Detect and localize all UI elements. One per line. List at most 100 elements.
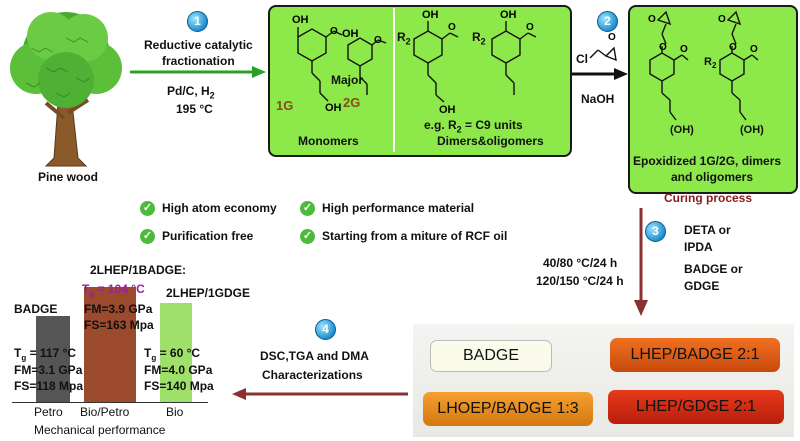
step3-arrow: [634, 208, 648, 316]
step-4-marker: 4: [315, 319, 336, 340]
svg-text:OH: OH: [500, 9, 517, 21]
category-biopetro: Bio/Petro: [80, 405, 130, 419]
chart-axis: [12, 402, 208, 403]
step3-resin-line1: BADGE or: [684, 262, 743, 276]
left-tg-symbol: T: [14, 346, 22, 360]
step4-line1: DSC,TGA and DMA: [260, 349, 369, 363]
dimers-example-suffix: = C9 units: [461, 118, 523, 132]
svg-text:O: O: [374, 35, 382, 46]
step3-condition-1: 40/80 °C/24 h: [543, 256, 618, 270]
label-1g: 1G: [276, 98, 294, 113]
monomer-structures: OH O OH OH O: [292, 14, 387, 114]
svg-text:O: O: [659, 42, 667, 53]
left-tg-value: = 117 °C: [26, 346, 77, 360]
feature-2: High performance material: [322, 201, 475, 215]
step-3-marker: 3: [645, 221, 666, 242]
epoxy-r2: R2: [704, 56, 716, 70]
epoxidized-structures: O O O O O O: [648, 10, 759, 121]
epichlorohydrin-structure: O: [589, 32, 617, 62]
monomers-dimers-box: [268, 5, 572, 157]
dimers-caption: Dimers&oligomers: [437, 134, 544, 148]
epoxy-caption-line2: and oligomers: [671, 170, 754, 184]
feature-4: Starting from a miture of RCF oil: [322, 229, 508, 243]
svg-text:O: O: [718, 14, 726, 25]
box-divider: [393, 8, 395, 152]
svg-text:O: O: [648, 14, 656, 25]
mid-fm: FM=3.9 GPa: [84, 302, 153, 316]
check-icon: ✓: [140, 201, 155, 216]
epoxy-r2-sub: 2: [711, 61, 717, 71]
step3-hardener-line2: IPDA: [684, 240, 713, 254]
dimer-r2-right-text: R: [472, 30, 481, 44]
step4-line2: Characterizations: [262, 368, 363, 382]
epoxy-caption-line1: Epoxidized 1G/2G, dimers: [633, 154, 782, 168]
dimer-r2-left-text: R: [397, 30, 406, 44]
check-icon: ✓: [140, 229, 155, 244]
feature-3: Purification free: [162, 229, 254, 243]
right-fs: FS=140 Mpa: [144, 379, 214, 393]
mid-tg: Tg = 104 °C: [82, 282, 145, 298]
step-2-marker: 2: [597, 11, 618, 32]
dimer-r2-right: R2: [472, 30, 486, 46]
svg-text:OH: OH: [422, 9, 439, 21]
mech-title-mid: 2LHEP/1BADGE:: [90, 263, 187, 277]
svg-text:O: O: [526, 22, 534, 33]
dimers-example-prefix: e.g. R: [424, 118, 457, 132]
mech-title-right: 2LHEP/1GDGE: [166, 286, 251, 300]
mid-fs: FS=163 Mpa: [84, 318, 154, 332]
dimer-r2-right-sub: 2: [480, 36, 486, 47]
dimer-r2-left: R2: [397, 30, 411, 46]
step2-arrow: [572, 68, 628, 80]
right-tg-symbol: T: [144, 346, 152, 360]
step3-resin-line2: GDGE: [684, 279, 720, 293]
right-tg-sub: g: [151, 353, 157, 363]
step4-arrow: [232, 388, 408, 400]
step1-arrow: [130, 66, 266, 78]
svg-text:O: O: [608, 32, 616, 43]
step-1-marker: 1: [187, 11, 208, 32]
right-tg-value: = 60 °C: [156, 346, 201, 360]
check-icon: ✓: [300, 229, 315, 244]
mid-tg-symbol: T: [82, 282, 90, 296]
chart-caption: Mechanical performance: [34, 423, 166, 437]
svg-text:O: O: [330, 26, 338, 37]
category-bio: Bio: [166, 405, 184, 419]
dimers-example: e.g. R2 = C9 units: [424, 118, 523, 134]
dimers-example-sub: 2: [456, 124, 462, 135]
mech-title-left: BADGE: [14, 302, 58, 316]
sample-badge: BADGE: [430, 340, 552, 372]
sample-lhep-gdge: LHEP/GDGE 2:1: [608, 390, 784, 424]
pine-tree-illustration: [10, 12, 122, 167]
bar-bio: [160, 303, 192, 402]
svg-text:O: O: [729, 42, 737, 53]
curing-process-label: Curing process: [664, 191, 753, 205]
svg-text:OH: OH: [439, 104, 456, 116]
check-icon: ✓: [300, 201, 315, 216]
step1-catalyst: Pd/C, H2: [167, 84, 215, 100]
feature-1: High atom economy: [162, 201, 277, 215]
svg-text:OH: OH: [342, 28, 359, 40]
bar-petro: [36, 316, 70, 402]
dimer-r2-left-sub: 2: [405, 36, 411, 47]
left-tg: Tg = 117 °C: [14, 346, 76, 362]
sample-lhoep-badge: LHOEP/BADGE 1:3: [423, 392, 593, 426]
monomers-caption: Monomers: [298, 134, 359, 148]
right-tg: Tg = 60 °C: [144, 346, 200, 362]
category-petro: Petro: [34, 405, 63, 419]
left-fm: FM=3.1 GPa: [14, 363, 83, 377]
svg-text:OH: OH: [325, 102, 342, 114]
mid-tg-sub: g: [89, 289, 95, 299]
left-fs: FS=118 Mpa: [14, 379, 84, 393]
label-2g: 2G: [343, 95, 361, 110]
step1-text-line1: Reductive catalytic: [144, 38, 253, 52]
sample-lhep-badge: LHEP/BADGE 2:1: [610, 338, 780, 372]
svg-text:O: O: [448, 22, 456, 33]
step2-base: NaOH: [581, 92, 615, 106]
epoxidized-box: [628, 5, 798, 194]
epoxy-r2-text: R: [704, 56, 712, 68]
svg-text:O: O: [750, 44, 758, 55]
step1-text-line2: fractionation: [162, 54, 235, 68]
epoxy-oh-right: (OH): [740, 124, 764, 136]
right-fm: FM=4.0 GPa: [144, 363, 213, 377]
step3-hardener-line1: DETA or: [684, 223, 731, 237]
